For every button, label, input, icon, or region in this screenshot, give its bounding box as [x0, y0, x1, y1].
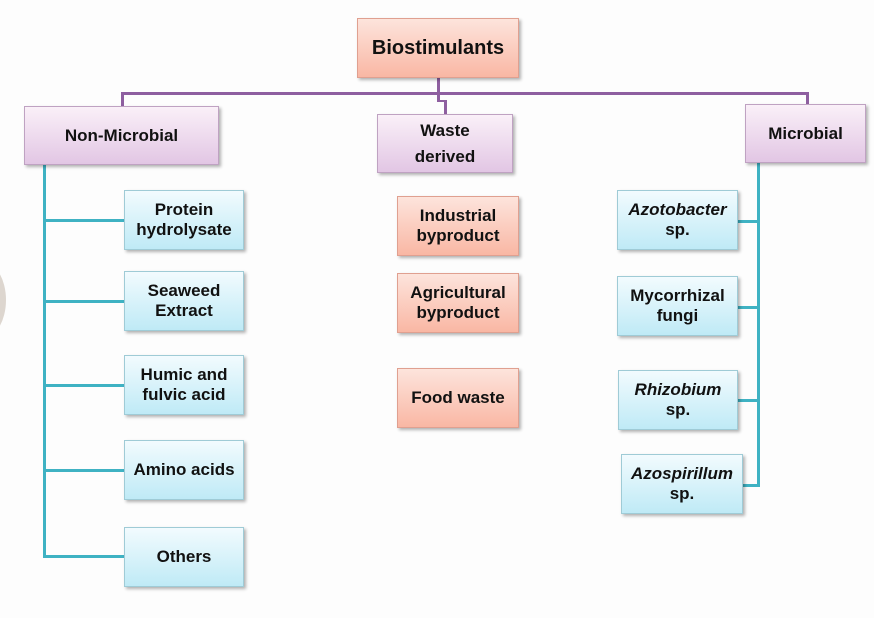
connector	[437, 95, 440, 101]
connector	[43, 384, 124, 387]
connector	[738, 399, 759, 402]
connector	[43, 219, 124, 222]
genus-label: Mycorrhizal	[630, 286, 725, 305]
node-mycorrhizal-fungi: Mycorrhizal fungi	[617, 276, 738, 336]
node-agricultural-byproduct: Agricultural byproduct	[397, 273, 519, 333]
suffix-label: sp.	[665, 400, 691, 419]
connector	[738, 220, 759, 223]
connector	[121, 92, 809, 95]
node-azotobacter: Azotobacter sp.	[617, 190, 738, 250]
suffix-label: fungi	[656, 306, 699, 325]
node-protein-hydrolysate: Protein hydrolysate	[124, 190, 244, 250]
node-rhizobium: Rhizobium sp.	[618, 370, 738, 430]
connector	[743, 484, 759, 487]
connector	[43, 300, 124, 303]
node-industrial-byproduct: Industrial byproduct	[397, 196, 519, 256]
root-node: Biostimulants	[357, 18, 519, 78]
node-food-waste: Food waste	[397, 368, 519, 428]
suffix-label: sp.	[669, 484, 695, 503]
node-azospirillum: Azospirillum sp.	[621, 454, 743, 514]
category-microbial: Microbial	[745, 104, 866, 163]
genus-label: Azospirillum	[630, 464, 733, 483]
node-amino-acids: Amino acids	[124, 440, 244, 500]
node-seaweed-extract: Seaweed Extract	[124, 271, 244, 331]
genus-label: Rhizobium	[634, 380, 722, 399]
connector	[43, 555, 124, 558]
connector	[806, 92, 809, 105]
suffix-label: sp.	[665, 220, 690, 239]
category-waste-derived: Waste derived	[377, 114, 513, 173]
category-non-microbial: Non-Microbial	[24, 106, 219, 165]
connector	[437, 78, 440, 95]
connector	[757, 163, 760, 487]
connector	[43, 165, 46, 558]
connector	[121, 92, 124, 107]
connector	[43, 469, 124, 472]
node-humic-fulvic-acid: Humic and fulvic acid	[124, 355, 244, 415]
connector	[444, 100, 447, 114]
genus-label: Azotobacter	[628, 200, 727, 219]
decorative-circle	[0, 262, 6, 338]
connector	[437, 100, 446, 102]
connector	[738, 306, 759, 309]
node-others: Others	[124, 527, 244, 587]
